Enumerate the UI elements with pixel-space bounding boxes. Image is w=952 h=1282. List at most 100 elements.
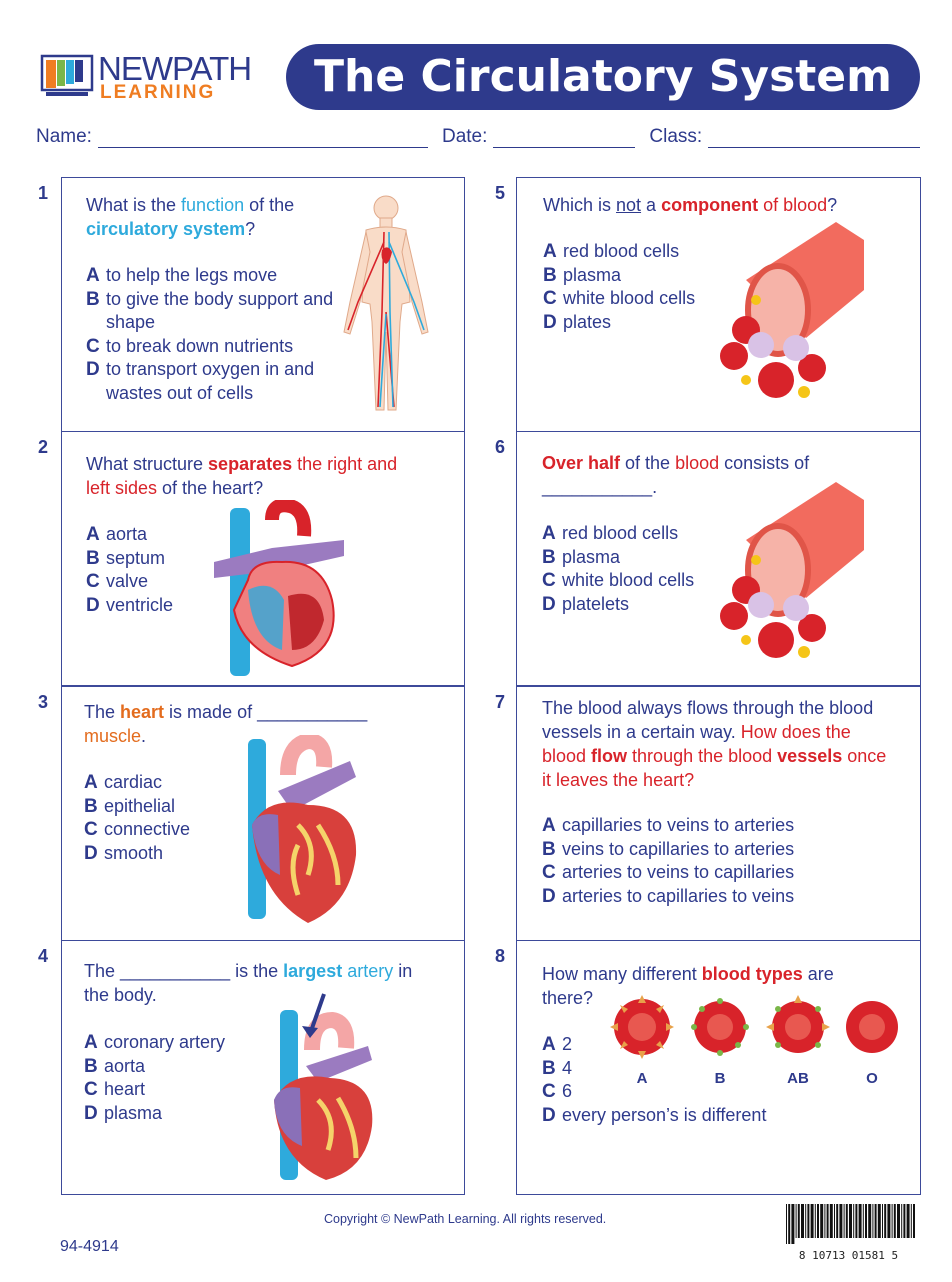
- question-text-segment: circulatory system: [86, 219, 246, 239]
- option-letter: B: [542, 838, 556, 860]
- barcode-digits: 8 10713 01581 5: [798, 1249, 899, 1262]
- option-text: to help the legs move: [106, 265, 278, 285]
- option-letter: D: [542, 1104, 556, 1126]
- option-letter: C: [84, 819, 98, 840]
- question-text-segment: not: [616, 195, 642, 215]
- human-circulatory-illustration: [343, 195, 429, 411]
- question-number: 7: [495, 692, 506, 712]
- option-text: plasma: [104, 1102, 163, 1123]
- name-field[interactable]: [97, 128, 428, 148]
- question-box: [516, 940, 921, 1195]
- question-number: 8: [495, 946, 506, 966]
- question-text-segment: How does the blood: [542, 722, 851, 766]
- page-title: The Circulatory System: [286, 44, 920, 110]
- option-text: plasma: [562, 546, 621, 567]
- question-text-segment: Over half: [542, 453, 621, 473]
- question-text-segment: of blood: [758, 195, 828, 215]
- option-letter: A: [543, 241, 557, 262]
- option-text: red blood cells: [562, 523, 679, 543]
- question-text-segment: are there?: [542, 964, 834, 1008]
- option-letter: D: [86, 594, 100, 616]
- option-text: 2: [562, 1034, 573, 1054]
- blood-type-label-b: B: [714, 1070, 726, 1087]
- question-text-segment: the right and left sides: [86, 454, 398, 498]
- question-text-segment: The: [84, 702, 121, 722]
- blood-cell-o: [846, 1001, 898, 1053]
- question-text-segment: in the body.: [84, 961, 413, 1005]
- heart-illustration-3: [248, 735, 357, 923]
- option-text: every person’s is different: [562, 1104, 767, 1125]
- question-text: What structure separates the right and l…: [86, 452, 406, 500]
- question-text-segment: blood: [675, 453, 720, 473]
- option-letter: D: [84, 842, 98, 864]
- question-text-segment: consists of ___________.: [542, 453, 810, 497]
- date-field[interactable]: [493, 128, 636, 148]
- question-box: [61, 940, 465, 1195]
- option-letter: D: [84, 1102, 98, 1124]
- question-text-segment: How many different: [542, 964, 702, 984]
- option-text: white blood cells: [563, 288, 696, 308]
- question-box: [516, 686, 921, 941]
- question-number: 2: [38, 437, 49, 457]
- option-letter: D: [542, 593, 556, 615]
- question-text-segment: of the: [244, 195, 295, 215]
- option-text: to transport oxygen in and wastes out of…: [106, 359, 315, 403]
- question-number: 1: [38, 183, 49, 203]
- heart-septum-illustration: [214, 500, 344, 676]
- option-text: smooth: [104, 842, 164, 863]
- option-letter: A: [542, 523, 556, 544]
- option-text: epithelial: [104, 795, 176, 816]
- option-text: 4: [562, 1057, 573, 1078]
- question-text-segment: What is the: [86, 195, 182, 215]
- question-text-segment: function: [181, 195, 245, 215]
- option-text: 6: [562, 1081, 573, 1101]
- question-text: How many different blood types are there…: [542, 962, 872, 1010]
- option-letter: C: [543, 288, 557, 309]
- option-text: plates: [563, 311, 612, 332]
- barcode-bars: [786, 1204, 915, 1244]
- class-field[interactable]: [708, 128, 920, 148]
- option-text: ventricle: [106, 594, 174, 615]
- option-letter: B: [543, 264, 557, 286]
- question-text-segment: separates: [208, 454, 293, 474]
- logo-bottom-text: LEARNING: [100, 82, 216, 103]
- date-label: Date:: [441, 126, 488, 147]
